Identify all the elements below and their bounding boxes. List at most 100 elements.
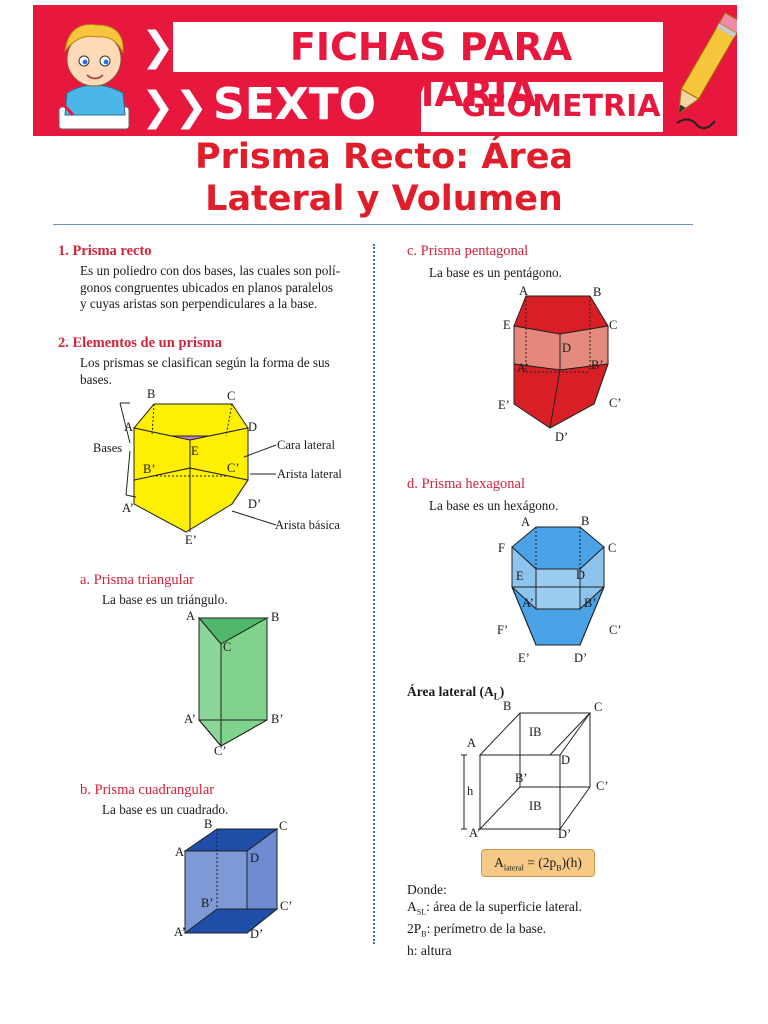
def2-sub: B <box>421 929 427 939</box>
def-altura: h: altura <box>407 942 452 958</box>
title-line-2: Lateral y Volumen <box>205 179 563 219</box>
text-line: Es un poliedro con dos bases, las cuales… <box>80 263 341 278</box>
pentagonal-prism-diagram <box>513 295 609 429</box>
vertex-label: A’ <box>469 826 481 840</box>
section-1-heading: 1. Prisma recto <box>58 243 152 259</box>
base-label-bottom: IB <box>529 799 542 813</box>
vertex-label: A <box>124 420 134 434</box>
heading-text: Área lateral (A <box>407 684 494 699</box>
height-label: h <box>467 784 474 798</box>
vertex-label: A <box>186 609 196 623</box>
donde-label: Donde: <box>407 882 447 897</box>
vertex-label: C’ <box>609 623 622 637</box>
vertex-label: C’ <box>214 744 227 758</box>
vertex-label: E’ <box>518 651 530 665</box>
section-2-heading: 2. Elementos de un prisma <box>58 335 222 351</box>
heading-sub: L <box>493 691 500 702</box>
vertex-label: A <box>521 515 531 529</box>
prism-d-text: La base es un hexágono. <box>429 498 559 513</box>
formula-box: Alateral = (2pB)(h) <box>481 849 595 877</box>
vertex-label: A <box>467 736 477 750</box>
column-divider <box>373 244 375 944</box>
vertex-label: B’ <box>515 771 528 785</box>
vertex-label: D’ <box>555 430 569 444</box>
area-lateral-heading: Área lateral (AL) <box>407 684 504 702</box>
grade-label: SEXTO <box>213 79 377 130</box>
vertex-label: C <box>227 389 236 403</box>
def1-a: A <box>407 898 417 914</box>
vertex-label: A’ <box>122 501 134 515</box>
vertex-label: D’ <box>558 827 572 841</box>
prism-b-text: La base es un cuadrado. <box>102 802 229 817</box>
vertex-label: C’ <box>227 461 240 475</box>
prism-d-heading: d. Prisma hexagonal <box>407 476 525 492</box>
hexagonal-prism-diagram <box>511 526 605 646</box>
vertex-label: D <box>576 568 586 582</box>
vertex-label: B’ <box>201 896 214 910</box>
pencil-icon <box>676 12 737 130</box>
vertex-label: B’ <box>591 358 604 372</box>
subject-label: GEOMETRIA <box>461 89 661 124</box>
vertex-label: E’ <box>185 533 197 547</box>
label-bases: Bases <box>93 441 123 455</box>
label-arista-lateral: Arista lateral <box>277 467 342 481</box>
prism-b-heading: b. Prisma cuadrangular <box>80 782 215 798</box>
vertex-label: C <box>594 700 603 714</box>
title-line-1: Prisma Recto: Área <box>194 137 574 177</box>
vertex-label: D <box>561 753 571 767</box>
text-line: y cuyas aristas son perpendiculares a la… <box>80 296 318 311</box>
vertex-label: A <box>175 845 185 859</box>
formula-a: A <box>494 855 504 870</box>
vertex-label: C <box>608 541 617 555</box>
vertex-label: A’ <box>522 596 534 610</box>
vertex-label: D’ <box>248 497 262 511</box>
vertex-label: D <box>248 420 258 434</box>
base-label-top: IB <box>529 725 542 739</box>
vertex-label: B <box>593 285 602 299</box>
title-divider <box>53 224 693 225</box>
definitions: Donde: ASL: área de la superficie latera… <box>407 882 582 959</box>
vertex-label: D <box>562 341 572 355</box>
formula-end: )(h) <box>561 855 582 870</box>
def1-rest: : área de la superficie lateral. <box>426 898 582 914</box>
vertex-label: D’ <box>250 927 264 941</box>
vertex-label: F <box>498 541 505 555</box>
vertex-label: A <box>519 284 529 298</box>
page-title: Prisma Recto: Área Lateral y Volumen <box>0 136 768 220</box>
vertex-label: B <box>271 610 280 624</box>
triangular-prism-diagram <box>197 616 269 748</box>
vertex-label: B <box>204 817 213 831</box>
chevron-right-icon: ❯❯ <box>141 24 209 70</box>
header-banner: ❯❯ ❯❯ FICHAS PARA PRIMARIA SEXTO GEOMETR… <box>33 5 737 136</box>
square-prism-diagram <box>183 828 279 935</box>
prism-pointer-lines <box>119 402 277 526</box>
vertex-label: F’ <box>497 623 509 637</box>
vertex-label: D’ <box>574 651 588 665</box>
vertex-label: A’ <box>517 361 529 375</box>
vertex-label: C <box>609 318 618 332</box>
text-line: gonos congruentes ubicados en planos par… <box>80 279 334 295</box>
vertex-label: A’ <box>174 925 186 939</box>
vertex-label: B’ <box>271 712 284 726</box>
def2-rest: : perímetro de la base. <box>426 920 547 936</box>
vertex-label: B <box>581 514 590 528</box>
banner-grade-bg <box>173 82 421 132</box>
text-line: Los prismas se clasifican según la forma… <box>80 355 330 370</box>
text-line: bases. <box>80 371 112 387</box>
prism-a-text: La base es un triángulo. <box>102 592 228 607</box>
banner-band-top <box>173 22 663 72</box>
formula-sub2: B <box>556 863 562 873</box>
brand-title: FICHAS PARA PRIMARIA <box>289 25 573 115</box>
vertex-label: E’ <box>498 398 510 412</box>
prism-c-text: La base es un pentágono. <box>429 265 562 280</box>
child-mascot-icon <box>49 24 130 130</box>
def-perimetro: 2PB: perímetro de la base. <box>407 921 582 943</box>
prism-a-heading: a. Prisma triangular <box>80 572 194 588</box>
vertex-label: B’ <box>584 596 597 610</box>
section-2-text: Los prismas se clasifican según la forma… <box>80 355 366 388</box>
vertex-label: D <box>250 851 260 865</box>
vertex-label: E <box>516 569 524 583</box>
vertex-label: C’ <box>280 899 293 913</box>
def2-a: 2P <box>407 920 422 936</box>
def1-sub: SL <box>416 907 427 917</box>
